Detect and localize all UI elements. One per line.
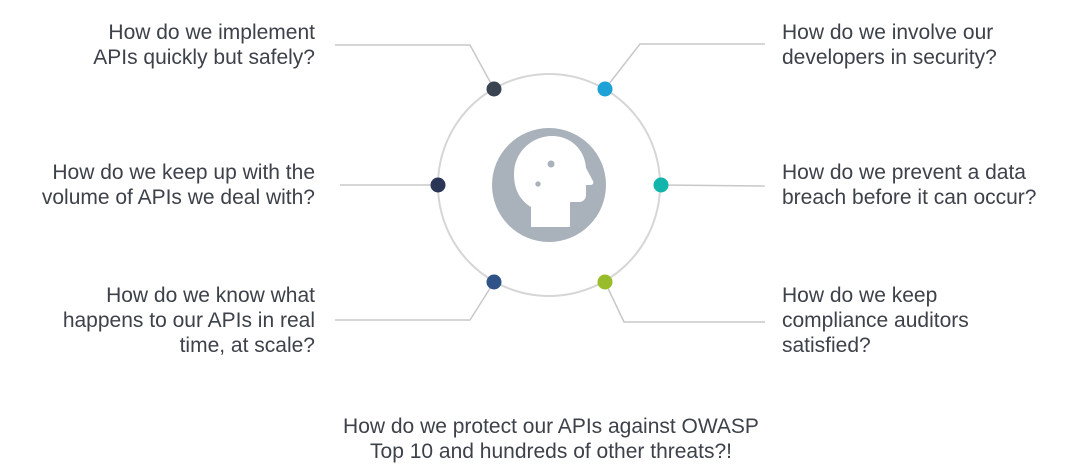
- gear-small-icon: [528, 174, 548, 194]
- question-mid-right: How do we prevent a data breach before i…: [782, 161, 1037, 209]
- dot-bottom-right: [597, 274, 613, 290]
- dot-mid-right: [653, 177, 669, 193]
- question-bottom-right: How do we keep compliance auditors satis…: [782, 284, 969, 357]
- connector-bottom-left: [335, 281, 495, 321]
- head-with-gears-icon: [514, 136, 594, 227]
- question-bottom-left: How do we know what happens to our APIs …: [62, 284, 315, 357]
- question-mid-left: How do we keep up with the volume of API…: [41, 161, 315, 209]
- dot-top-right: [597, 81, 613, 97]
- question-bottom-center: How do we protect our APIs against OWASP…: [343, 415, 759, 463]
- question-top-left: How do we implement APIs quickly but saf…: [93, 21, 315, 69]
- dot-mid-left: [430, 177, 446, 193]
- dot-bottom-left: [486, 274, 502, 290]
- dot-top-left: [486, 81, 502, 97]
- head-silhouette: [514, 136, 594, 227]
- connector-top-right: [604, 43, 765, 90]
- question-top-right: How do we involve our developers in secu…: [782, 21, 997, 69]
- connector-top-left: [335, 44, 495, 90]
- connector-mid-right: [660, 184, 766, 187]
- gear-large-icon: [538, 151, 564, 177]
- connector-bottom-right: [604, 281, 765, 323]
